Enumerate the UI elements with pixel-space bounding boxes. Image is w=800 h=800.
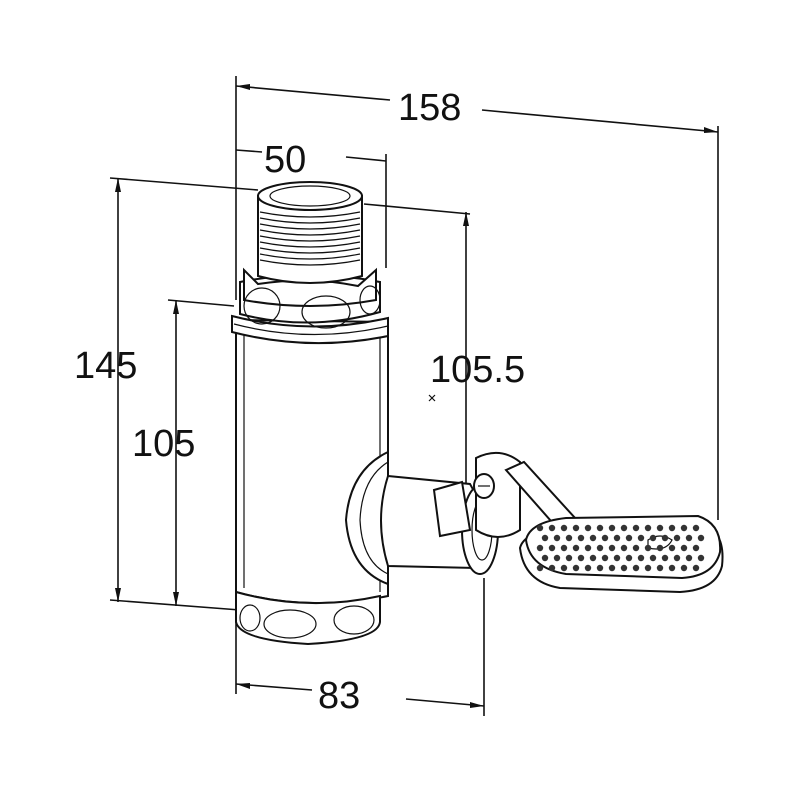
grip-dot [584,524,592,532]
grip-dot [692,544,700,552]
grip-dot [601,534,609,542]
grip-dot [697,534,705,542]
grip-dot [632,524,640,532]
grip-dot [649,554,657,562]
label-body-height: 105 [132,423,195,465]
grip-dot [644,544,652,552]
grip-dot [553,534,561,542]
grip-dot [560,564,568,572]
grip-dot [608,564,616,572]
label-base-width: 83 [318,675,360,717]
grip-dot [596,524,604,532]
grip-dot [637,554,645,562]
grip-dot [601,554,609,562]
label-overall-width: 158 [398,87,461,129]
grip-dot [644,524,652,532]
grip-dot [644,564,652,572]
grip-dot [584,544,592,552]
label-side-height: 105.5 [430,349,525,391]
grip-dot [661,534,669,542]
grip-dot [548,544,556,552]
grip-dot [577,534,585,542]
grip-dot [572,564,580,572]
grip-dot [589,554,597,562]
grip-dot [577,554,585,562]
grip-dot [596,564,604,572]
grip-dot [560,544,568,552]
grip-dot [608,544,616,552]
pedal-grip-dots [536,524,705,572]
dimension-lines [109,76,719,716]
grip-dot [656,564,664,572]
grip-dot [613,534,621,542]
grip-dot [668,524,676,532]
grip-dot [565,534,573,542]
grip-dot [661,554,669,562]
grip-dot [608,524,616,532]
grip-dot [560,524,568,532]
grip-dot [697,554,705,562]
grip-dot [625,554,633,562]
grip-dot [620,564,628,572]
grip-dot [589,534,597,542]
grip-dot [656,544,664,552]
grip-dot [620,524,628,532]
grip-dot [596,544,604,552]
grip-dot [680,564,688,572]
grip-dot [625,534,633,542]
dimension-labels: 158 50 145 105 105.5 83 [74,87,525,717]
grip-dot [692,564,700,572]
grip-dot [692,524,700,532]
grip-dot [548,524,556,532]
grip-dot [541,554,549,562]
grip-dot [584,564,592,572]
grip-dot [572,544,580,552]
grip-dot [680,524,688,532]
valve-body [231,181,499,646]
label-total-height: 145 [74,345,137,387]
grip-dot [548,564,556,572]
grip-dot [668,544,676,552]
label-inlet-width: 50 [264,139,306,181]
grip-dot [632,544,640,552]
grip-dot [637,534,645,542]
grip-dot [536,564,544,572]
grip-dot [536,524,544,532]
thread-lines [259,211,361,266]
grip-dot [553,554,561,562]
grip-dot [680,544,688,552]
grip-dot [536,544,544,552]
grip-dot [673,554,681,562]
grip-dot [541,534,549,542]
grip-dot [685,534,693,542]
grip-dot [565,554,573,562]
grip-dot [613,554,621,562]
grip-dot [632,564,640,572]
pedal-assembly [432,451,724,594]
grip-dot [668,564,676,572]
grip-dot [620,544,628,552]
grip-dot [572,524,580,532]
grip-dot [673,534,681,542]
grip-dot [685,554,693,562]
grip-dot [649,534,657,542]
grip-dot [656,524,664,532]
